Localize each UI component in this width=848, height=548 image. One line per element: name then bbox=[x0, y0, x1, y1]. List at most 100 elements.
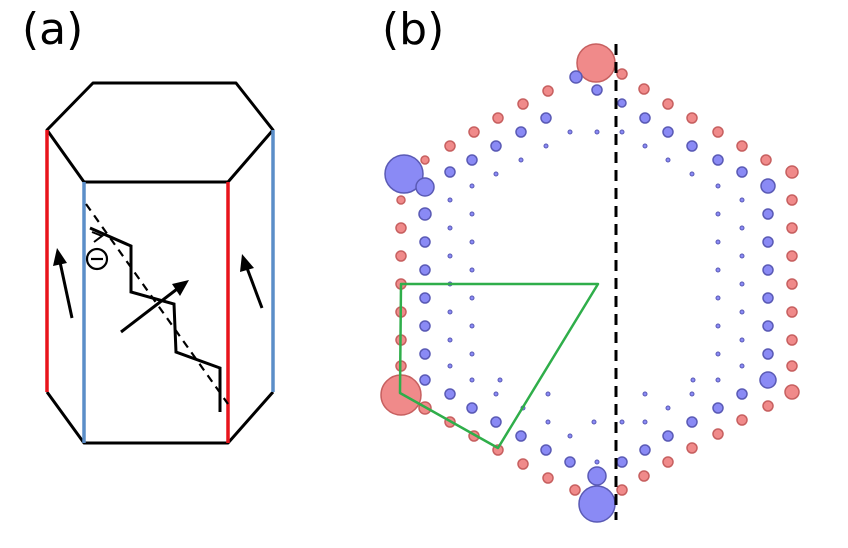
lattice-dot-blue bbox=[567, 129, 573, 135]
lattice-dot-blue bbox=[616, 456, 628, 468]
lattice-dot-blue bbox=[712, 154, 724, 166]
electron-zigzag-path bbox=[89, 226, 222, 412]
lattice-dot-blue bbox=[662, 430, 674, 442]
lattice-dot-blue bbox=[619, 419, 625, 425]
lattice-dot-blue bbox=[739, 281, 745, 287]
momentum-arrow-left bbox=[53, 248, 74, 319]
lattice-dot-blue bbox=[469, 211, 475, 217]
lattice-dot-red bbox=[420, 155, 430, 165]
lattice-dot-red bbox=[786, 194, 798, 206]
momentum-arrow-right bbox=[240, 254, 264, 309]
lattice-dot-blue bbox=[515, 430, 527, 442]
lattice-dot-blue bbox=[689, 171, 695, 177]
lattice-dot-blue bbox=[594, 459, 600, 465]
lattice-dot-red bbox=[492, 112, 504, 124]
lattice-dot-red bbox=[662, 456, 674, 468]
lattice-dot-red bbox=[686, 442, 698, 454]
lattice-dot-blue bbox=[469, 239, 475, 245]
lattice-dot-blue bbox=[739, 225, 745, 231]
lattice-dot-blue bbox=[545, 419, 551, 425]
hexagonal-prism-diagram bbox=[45, 81, 275, 445]
lattice-dot-blue bbox=[415, 177, 435, 197]
lattice-dot-blue bbox=[619, 129, 625, 135]
lattice-dot-blue bbox=[518, 157, 524, 163]
lattice-dot-blue bbox=[591, 84, 603, 96]
panel-a-label: (a) bbox=[22, 4, 84, 55]
lattice-dot-blue bbox=[762, 264, 774, 276]
lattice-dot-blue bbox=[715, 267, 721, 273]
lattice-dot-red bbox=[785, 165, 799, 179]
panel-b-label: (b) bbox=[382, 4, 445, 55]
lattice-dot-blue bbox=[715, 351, 721, 357]
lattice-dot-blue bbox=[447, 197, 453, 203]
lattice-dot-blue bbox=[591, 419, 597, 425]
lattice-dot-blue bbox=[447, 337, 453, 343]
lattice-dot-blue bbox=[418, 207, 432, 221]
lattice-dot-blue bbox=[469, 267, 475, 273]
lattice-dot-red bbox=[638, 470, 650, 482]
lattice-dot-red bbox=[712, 428, 724, 440]
lattice-dot-red bbox=[569, 484, 581, 496]
lattice-dot-blue bbox=[419, 236, 431, 248]
lattice-dot-red bbox=[786, 334, 798, 346]
lattice-dot-blue bbox=[469, 323, 475, 329]
lattice-dot-red bbox=[786, 360, 798, 372]
lattice-dot-blue bbox=[497, 377, 503, 383]
lattice-dot-red bbox=[736, 140, 748, 152]
lattice-dot-blue bbox=[543, 143, 549, 149]
lattice-dot-blue bbox=[469, 377, 475, 383]
lattice-dot-blue bbox=[545, 391, 551, 397]
lattice-dot-blue bbox=[466, 402, 478, 414]
lattice-dot-red bbox=[517, 458, 529, 470]
lattice-dot-red bbox=[786, 306, 798, 318]
lattice-dot-red bbox=[784, 384, 800, 400]
lattice-dot-blue bbox=[578, 485, 616, 523]
lattice-dot-blue bbox=[739, 337, 745, 343]
lattice-dot-blue bbox=[690, 377, 696, 383]
lattice-dot-blue bbox=[642, 391, 648, 397]
lattice-dot-blue bbox=[469, 351, 475, 357]
lattice-dot-blue bbox=[642, 143, 648, 149]
lattice-dot-blue bbox=[689, 391, 695, 397]
lattice-dot-blue bbox=[567, 433, 573, 439]
lattice-dot-blue bbox=[715, 211, 721, 217]
lattice-dot-blue bbox=[665, 157, 671, 163]
lattice-dot-blue bbox=[594, 129, 600, 135]
lattice-dot-red bbox=[638, 83, 650, 95]
lattice-dot-blue bbox=[715, 183, 721, 189]
lattice-dot-blue bbox=[493, 391, 499, 397]
lattice-dot-blue bbox=[419, 348, 431, 360]
lattice-dot-blue bbox=[759, 371, 777, 389]
lattice-dot-red bbox=[762, 400, 774, 412]
lattice-dot-blue bbox=[736, 166, 748, 178]
lattice-dot-red bbox=[395, 250, 407, 262]
lattice-dot-blue bbox=[712, 402, 724, 414]
lattice-dot-blue bbox=[419, 374, 431, 386]
lattice-dot-blue bbox=[540, 444, 552, 456]
lattice-dot-blue bbox=[760, 178, 776, 194]
lattice-dot-blue bbox=[447, 253, 453, 259]
lattice-dot-red bbox=[396, 195, 406, 205]
prism-bottom-edge bbox=[45, 391, 275, 445]
lattice-dot-red bbox=[616, 68, 628, 80]
lattice-dot-blue bbox=[493, 171, 499, 177]
lattice-dot-blue bbox=[762, 208, 774, 220]
lattice-dot-blue bbox=[447, 309, 453, 315]
lattice-dot-blue bbox=[686, 140, 698, 152]
lattice-dot-blue bbox=[490, 416, 502, 428]
lattice-dot-blue bbox=[739, 253, 745, 259]
lattice-dot-blue bbox=[715, 323, 721, 329]
lattice-dot-blue bbox=[419, 320, 431, 332]
green-triangle bbox=[398, 282, 600, 450]
lattice-dot-red bbox=[686, 112, 698, 124]
lattice-dot-blue bbox=[444, 388, 456, 400]
lattice-dot-red bbox=[786, 250, 798, 262]
lattice-dot-blue bbox=[736, 388, 748, 400]
lattice-dot-blue bbox=[469, 183, 475, 189]
lattice-dot-blue bbox=[686, 416, 698, 428]
lattice-dot-blue bbox=[662, 126, 674, 138]
momentum-arrow-center bbox=[120, 280, 189, 334]
lattice-dot-red bbox=[616, 484, 628, 496]
lattice-dot-red bbox=[786, 278, 798, 290]
